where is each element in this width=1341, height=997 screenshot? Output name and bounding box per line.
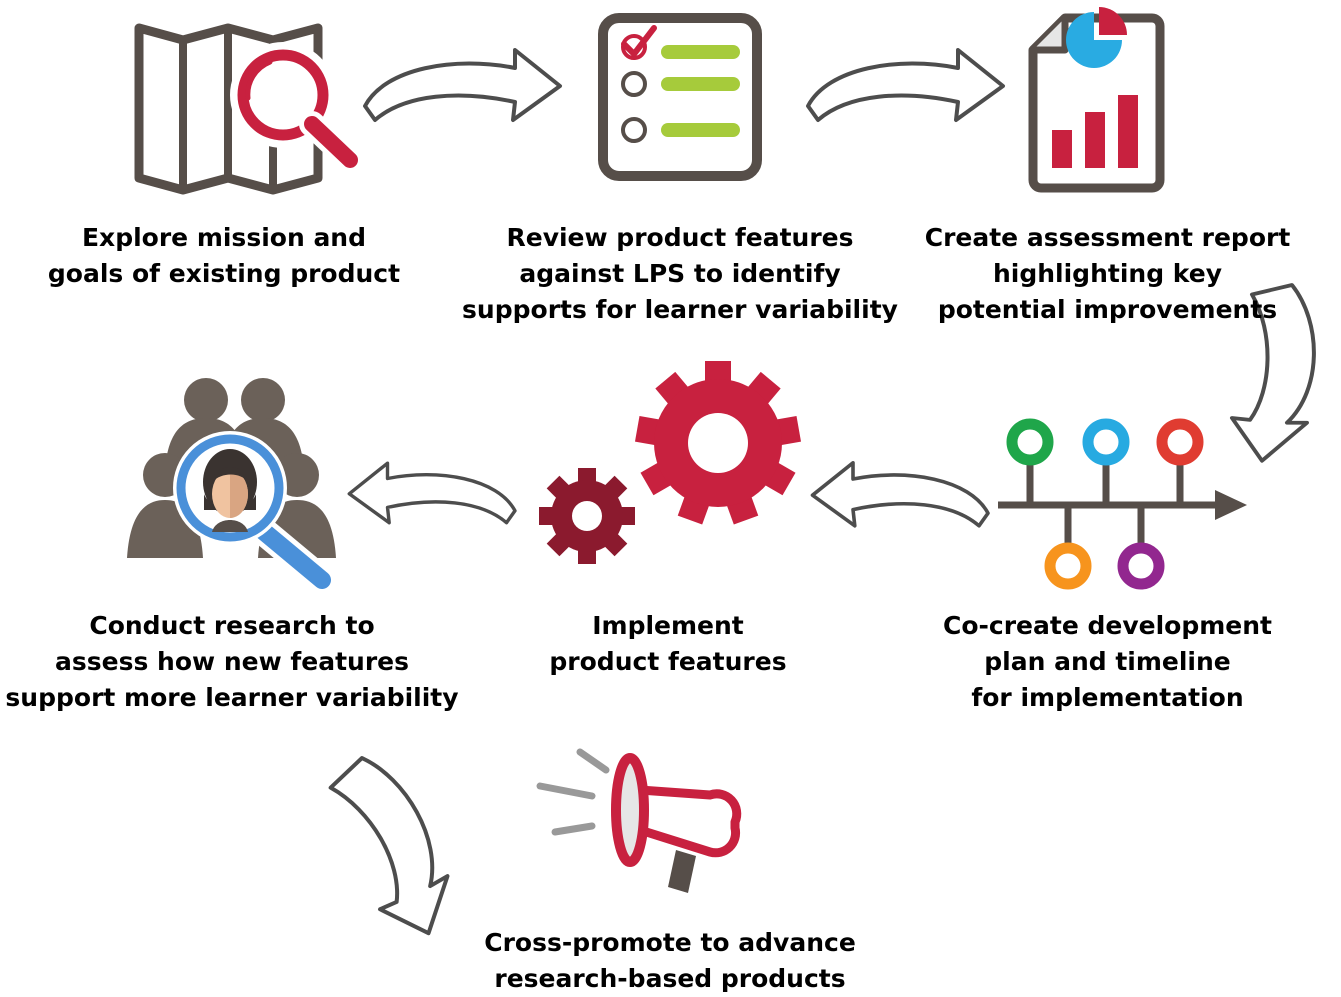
people-magnifier-icon — [127, 378, 336, 594]
flow-arrow-plan-to-implement — [810, 460, 990, 528]
megaphone-icon — [536, 748, 742, 893]
gears-icon — [539, 361, 802, 564]
flow-arrow-implement-to-research — [347, 461, 517, 525]
checklist-icon — [598, 13, 762, 181]
timeline-icon — [998, 418, 1247, 590]
flow-arrow-explore-to-review — [363, 48, 562, 122]
flow-arrow-research-to-promote — [328, 756, 450, 936]
report-chart-icon — [1028, 7, 1165, 193]
flow-arrow-review-to-report — [806, 48, 1005, 122]
flow-arrow-report-to-plan — [1230, 283, 1316, 463]
map-magnifier-icon — [134, 23, 363, 195]
